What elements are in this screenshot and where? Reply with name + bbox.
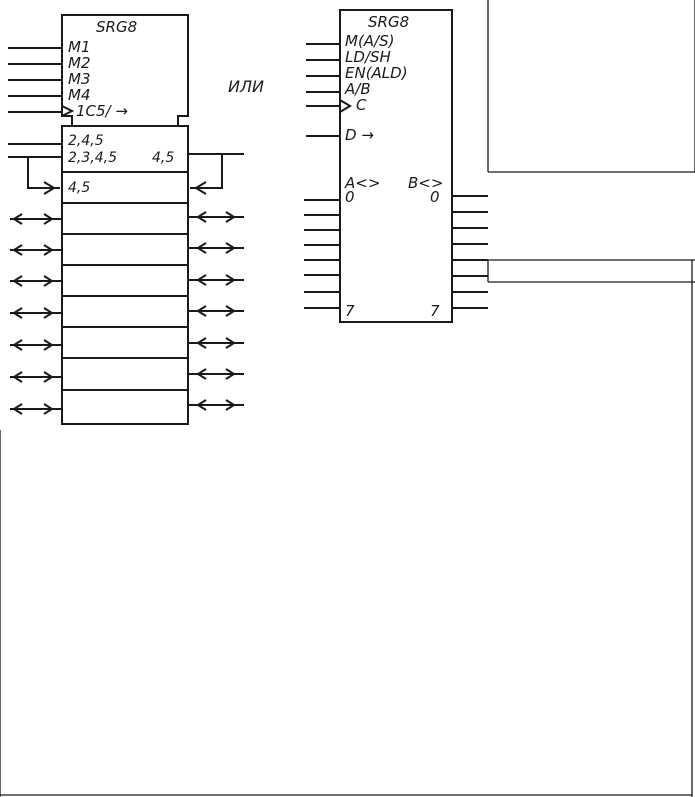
bus-a-bit-0: 0 <box>345 188 355 206</box>
right-input-data: D → <box>345 126 374 144</box>
bus-b-bit-7: 7 <box>430 302 440 320</box>
right-bracket-lead <box>190 154 223 189</box>
left-data-cells <box>61 171 189 425</box>
left-bracket-lead <box>27 157 60 189</box>
right-input-direction: A/B <box>344 80 371 98</box>
left-bracket-arrow <box>43 181 56 195</box>
left-cell-dividers <box>62 202 188 391</box>
right-register-symbol: SRG8 M(A/S) LD/SH EN(ALD) A/B C D → A<> … <box>304 9 488 323</box>
left-control-inputs <box>8 47 62 113</box>
right-input-load-shift: LD/SH <box>345 48 391 66</box>
right-input-enable: EN(ALD) <box>345 64 408 82</box>
right-clock-indicator <box>339 99 352 113</box>
bus-b-leads <box>452 195 488 309</box>
left-section-label-2: 2,3,4,5 <box>68 150 117 166</box>
left-section-label-3: 4,5 <box>68 180 90 196</box>
or-label: ИЛИ <box>228 77 264 96</box>
right-bracket-arrow <box>194 181 207 195</box>
left-clock-indicator <box>61 105 75 117</box>
left-register-symbol: SRG8 M1 M2 M3 M4 1C5/ → 2,4,5 2,3,4,5 4,… <box>8 14 244 425</box>
bus-b-label: B<> <box>408 174 443 192</box>
left-input-m2: M2 <box>68 54 91 72</box>
left-input-clock: 1C5/ → <box>76 102 128 120</box>
bus-b-bit-0: 0 <box>430 188 440 206</box>
right-side-io-arrows <box>188 211 244 411</box>
left-input-m1: M1 <box>68 38 91 56</box>
bus-a-bit-7: 7 <box>345 302 355 320</box>
right-input-mode: M(A/S) <box>345 32 394 50</box>
left-section-label-4: 4,5 <box>152 150 174 166</box>
left-input-m4: M4 <box>68 86 91 104</box>
right-title: SRG8 <box>368 13 409 31</box>
right-input-clock: C <box>356 96 367 114</box>
left-side-io-arrows <box>10 213 62 415</box>
bus-a-leads <box>304 199 340 309</box>
right-control-inputs <box>306 43 340 137</box>
right-symbol-body <box>339 9 453 323</box>
left-input-m3: M3 <box>68 70 91 88</box>
left-title: SRG8 <box>96 18 137 36</box>
left-section-label-1: 2,4,5 <box>68 133 104 149</box>
bus-a-label: A<> <box>344 174 380 192</box>
